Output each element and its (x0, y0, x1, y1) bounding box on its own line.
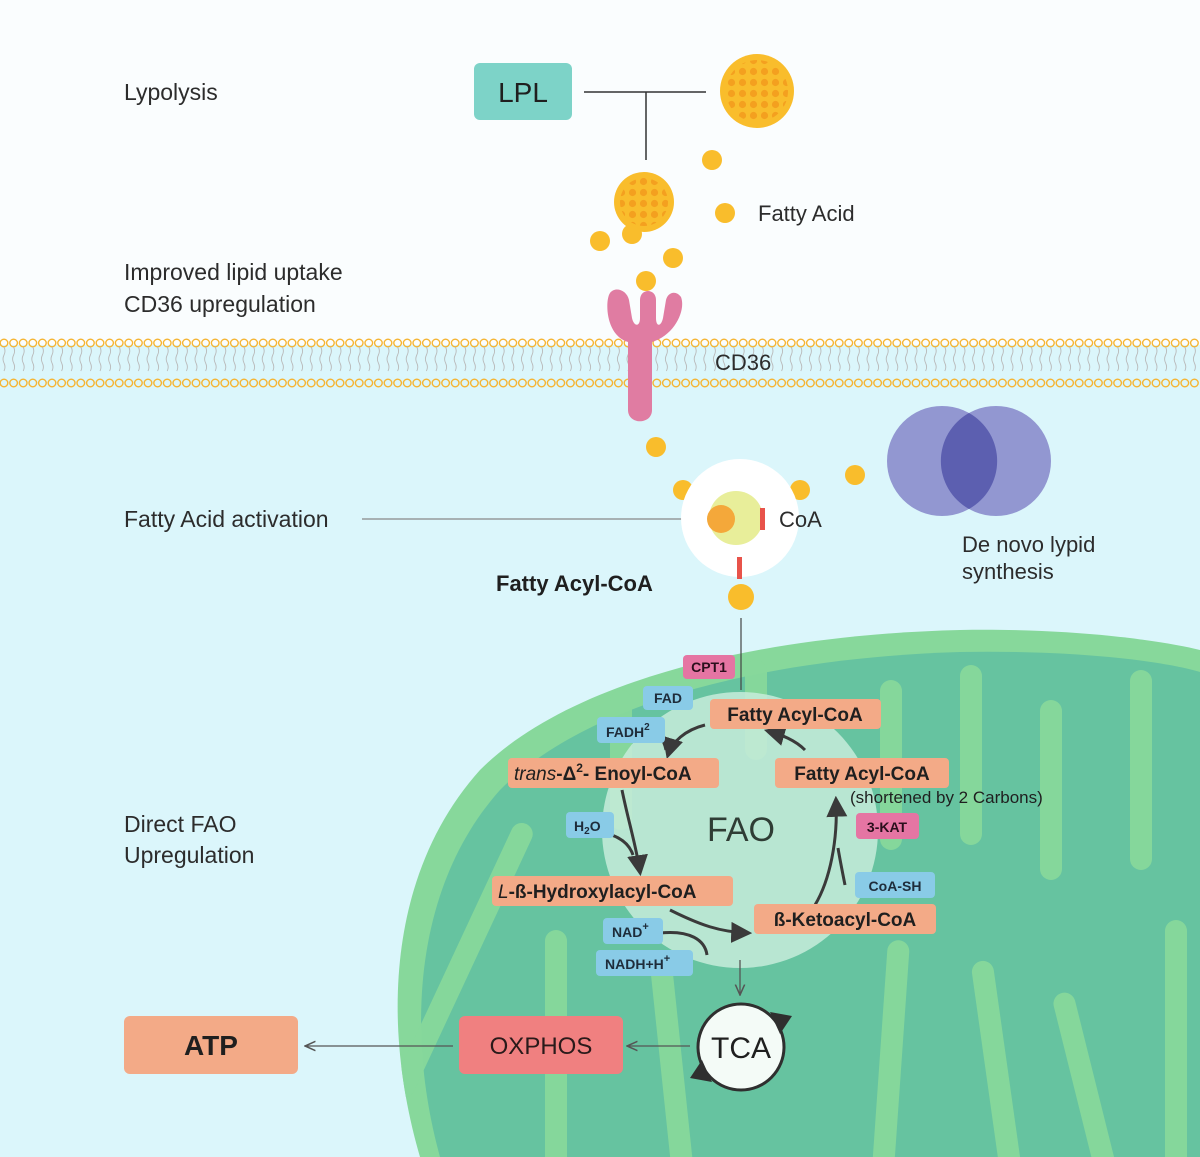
acyl-coa-bond (737, 557, 742, 579)
lypolysis-label: Lypolysis (124, 79, 218, 105)
de-novo-label-line1: De novo lypid (962, 532, 1095, 557)
cell-membrane (0, 338, 1199, 388)
fad-tag (643, 686, 693, 710)
cd36-receptor (607, 289, 683, 422)
nadh-tag (596, 950, 693, 976)
fao-label: FAO (707, 811, 775, 849)
cycle-hydroxyacyl-coa (492, 876, 733, 906)
cd36-label: CD36 (715, 350, 771, 375)
coash-tag-label: CoA-SH (869, 878, 922, 894)
coa-label: CoA (779, 507, 822, 532)
cycle-hydroxyacyl-coa-label: L-ß-Hydroxylacyl-CoA (498, 882, 697, 903)
fa-activation-label: Fatty Acid activation (124, 506, 329, 532)
oxphos-box (459, 1016, 623, 1074)
uptake-label-line1: Improved lipid uptake (124, 259, 343, 285)
fatty-acyl-coa-molecule (728, 584, 754, 610)
cycle-ketoacyl-coa (754, 904, 936, 934)
kat-tag (856, 813, 919, 839)
fadh2-tag-label: FADH2 (606, 722, 650, 740)
h2o-tag (566, 812, 614, 838)
lpl-label: LPL (498, 77, 548, 108)
direct-fao-label-line2: Upregulation (124, 842, 254, 868)
tca-cycle: TCA (690, 1002, 792, 1092)
kat-tag-label: 3-KAT (867, 819, 908, 835)
uptake-label-line2: CD36 upregulation (124, 291, 316, 317)
cycle-fatty-acyl-coa-short-label: Fatty Acyl-CoA (794, 764, 930, 785)
fadh2-tag (597, 717, 665, 743)
fad-tag-label: FAD (654, 690, 682, 706)
fatty-acid-label: Fatty Acid (758, 201, 855, 226)
coa-bond-marker (760, 508, 765, 530)
cycle-fatty-acyl-coa-short (775, 758, 949, 788)
h2o-tag-label: H2O (574, 818, 601, 837)
fatty-acid-activated (707, 505, 735, 533)
shortened-note: (shortened by 2 Carbons) (850, 788, 1043, 807)
cpt1-tag-label: CPT1 (691, 659, 727, 675)
fatty-acyl-coa-bold-label: Fatty Acyl-CoA (496, 571, 653, 596)
cpt1-tag (683, 655, 735, 679)
cycle-fatty-acyl-coa-label: Fatty Acyl-CoA (727, 705, 863, 726)
direct-fao-label-line1: Direct FAO (124, 811, 236, 837)
coash-tag (855, 872, 935, 898)
nadh-tag-label: NADH+H+ (605, 953, 670, 972)
nad-tag-label: NAD+ (612, 921, 649, 940)
cycle-fatty-acyl-coa (710, 699, 881, 729)
atp-label: ATP (184, 1030, 238, 1061)
cycle-enoyl-coa-label: trans-Δ2- Enoyl-CoA (514, 761, 692, 785)
cycle-enoyl-coa (508, 758, 719, 788)
de-novo-label-line2: synthesis (962, 559, 1054, 584)
de-novo-overlap (940, 413, 998, 509)
oxphos-label: OXPHOS (490, 1033, 593, 1060)
cycle-ketoacyl-coa-label: ß-Ketoacyl-CoA (774, 910, 917, 931)
lpl-box (474, 63, 572, 120)
tca-label: TCA (711, 1032, 771, 1065)
nad-tag (603, 918, 663, 944)
atp-box (124, 1016, 298, 1074)
extracellular-space (0, 0, 1200, 345)
